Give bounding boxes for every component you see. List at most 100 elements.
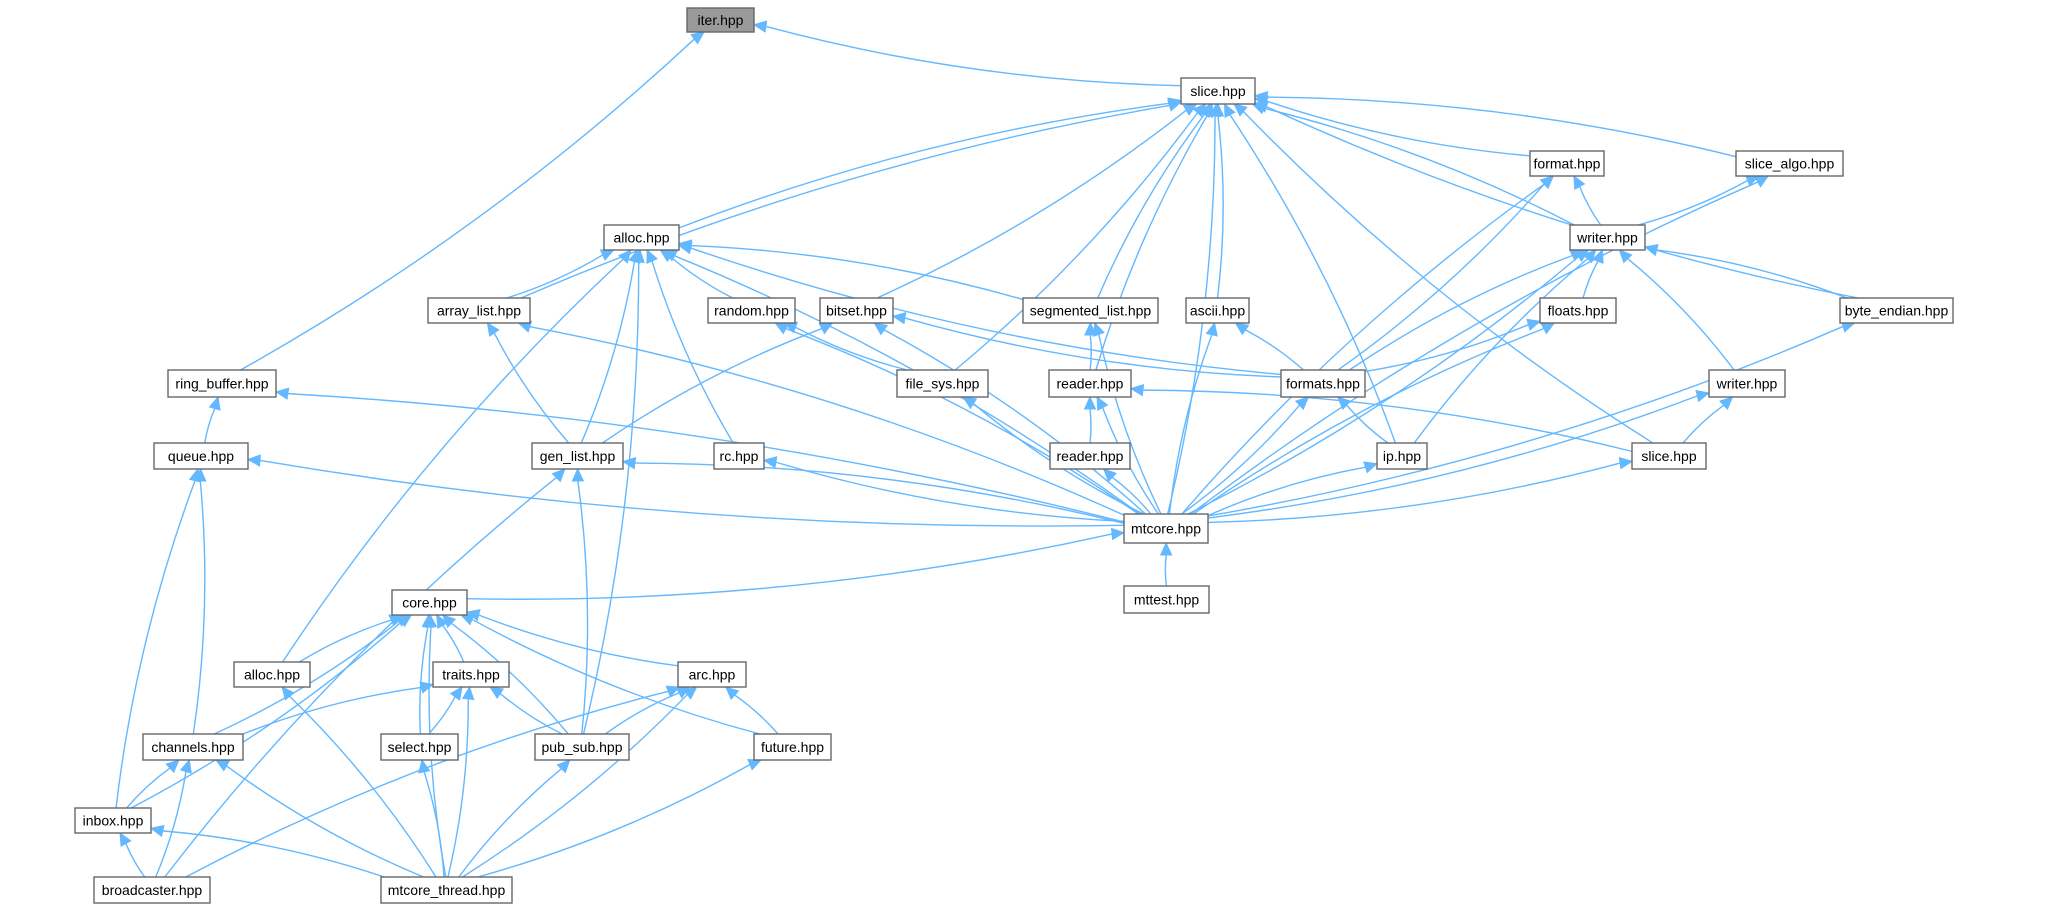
edge-array_list-to-alloc_top bbox=[506, 249, 615, 299]
node-slice-algo[interactable]: slice_algo.hpp bbox=[1735, 150, 1844, 177]
edge-line bbox=[1337, 183, 1545, 371]
node-broadcaster[interactable]: broadcaster.hpp bbox=[93, 876, 211, 904]
edge-mtcore-to-floats bbox=[1193, 322, 1556, 515]
arrow-head-icon bbox=[646, 248, 658, 264]
node-writer-mid[interactable]: writer.hpp bbox=[1708, 369, 1786, 398]
edge-line bbox=[1207, 395, 1698, 519]
edge-line bbox=[1346, 404, 1389, 444]
arrow-head-icon bbox=[486, 322, 500, 337]
node-label: writer.hpp bbox=[1576, 230, 1638, 246]
node-reader-top[interactable]: reader.hpp bbox=[1048, 369, 1132, 398]
node-gen-list[interactable]: gen_list.hpp bbox=[531, 442, 624, 470]
node-core[interactable]: core.hpp bbox=[391, 589, 468, 616]
arrow-head-icon bbox=[747, 758, 763, 771]
node-iter[interactable]: iter.hpp bbox=[686, 7, 755, 33]
node-box bbox=[432, 661, 510, 688]
node-mttest[interactable]: mttest.hpp bbox=[1123, 585, 1210, 614]
edge-line bbox=[1266, 100, 1531, 157]
node-file-sys[interactable]: file_sys.hpp bbox=[896, 369, 989, 398]
edge-byte_endian-to-slice_top bbox=[1253, 100, 1858, 299]
edge-line bbox=[126, 767, 171, 809]
node-box bbox=[391, 589, 468, 616]
edge-line bbox=[678, 102, 1170, 229]
node-inbox[interactable]: inbox.hpp bbox=[74, 807, 152, 834]
edge-writer_top-to-slice_algo bbox=[1638, 174, 1760, 226]
node-select[interactable]: select.hpp bbox=[380, 733, 459, 761]
node-label: slice.hpp bbox=[1190, 83, 1245, 99]
node-floats[interactable]: floats.hpp bbox=[1539, 297, 1617, 324]
edge-ring_buffer-to-iter bbox=[240, 31, 706, 371]
arrow-head-icon bbox=[1110, 527, 1126, 541]
node-random[interactable]: random.hpp bbox=[707, 297, 796, 324]
edge-line bbox=[529, 325, 1125, 516]
node-box bbox=[1123, 585, 1210, 614]
node-slice-top[interactable]: slice.hpp bbox=[1180, 77, 1256, 105]
edge-line bbox=[1682, 404, 1725, 444]
arrow-head-icon bbox=[1208, 102, 1222, 118]
edge-byte_endian-to-writer_top bbox=[1643, 243, 1848, 299]
node-alloc-top[interactable]: alloc.hpp bbox=[603, 224, 680, 251]
edge-line bbox=[289, 695, 437, 878]
edge-line bbox=[1266, 106, 1858, 299]
arrow-head-icon bbox=[818, 322, 834, 335]
edge-line bbox=[1164, 554, 1168, 587]
arrow-head-icon bbox=[1092, 321, 1105, 337]
node-traits[interactable]: traits.hpp bbox=[432, 661, 510, 688]
arrow-head-icon bbox=[1083, 395, 1097, 410]
edge-ip-to-formats bbox=[1336, 396, 1389, 444]
edge-inbox-to-channels bbox=[126, 759, 180, 809]
edge-line bbox=[1364, 324, 1529, 373]
node-box bbox=[1539, 297, 1617, 324]
node-bitset[interactable]: bitset.hpp bbox=[819, 297, 894, 324]
arrow-head-icon bbox=[618, 249, 632, 264]
node-alloc-bot[interactable]: alloc.hpp bbox=[233, 661, 311, 688]
node-byte-endian[interactable]: byte_endian.hpp bbox=[1839, 297, 1954, 324]
node-box bbox=[603, 224, 680, 251]
edge-mtcore_thread-to-channels bbox=[215, 759, 424, 878]
edge-mtcore-to-rc bbox=[762, 456, 1125, 523]
edge-line bbox=[1245, 329, 1304, 371]
edge-formats-to-ascii bbox=[1234, 322, 1304, 371]
arrow-head-icon bbox=[1096, 395, 1109, 411]
node-label: segmented_list.hpp bbox=[1030, 303, 1152, 319]
edge-line bbox=[1582, 260, 1599, 299]
node-pub-sub[interactable]: pub_sub.hpp bbox=[534, 733, 630, 761]
node-label: reader.hpp bbox=[1057, 448, 1124, 464]
arrow-head-icon bbox=[599, 249, 615, 261]
node-ip[interactable]: ip.hpp bbox=[1376, 442, 1428, 470]
edge-mtcore_thread-to-alloc_bot bbox=[281, 686, 437, 878]
edge-line bbox=[298, 619, 392, 663]
node-writer-top[interactable]: writer.hpp bbox=[1569, 224, 1646, 251]
arrow-head-icon bbox=[1233, 103, 1248, 117]
node-box bbox=[93, 876, 211, 904]
arrow-head-icon bbox=[1582, 249, 1597, 264]
edge-line bbox=[775, 461, 1125, 523]
node-mtcore[interactable]: mtcore.hpp bbox=[1123, 513, 1209, 544]
edge-pub_sub-to-traits bbox=[489, 686, 563, 735]
edge-formats-to-floats bbox=[1364, 318, 1542, 373]
edge-line bbox=[785, 327, 1139, 515]
node-array-list[interactable]: array_list.hpp bbox=[427, 297, 531, 324]
edge-line bbox=[242, 686, 422, 735]
node-reader-bot[interactable]: reader.hpp bbox=[1049, 442, 1131, 470]
node-channels[interactable]: channels.hpp bbox=[142, 733, 244, 761]
edge-line bbox=[125, 843, 146, 878]
node-label: format.hpp bbox=[1534, 156, 1601, 172]
node-rc[interactable]: rc.hpp bbox=[713, 442, 765, 470]
edge-line bbox=[462, 694, 688, 878]
node-segmented-list[interactable]: segmented_list.hpp bbox=[1022, 297, 1159, 324]
node-mtcore-thread[interactable]: mtcore_thread.hpp bbox=[380, 876, 513, 904]
node-arc[interactable]: arc.hpp bbox=[677, 661, 747, 688]
node-ascii[interactable]: ascii.hpp bbox=[1185, 297, 1250, 324]
node-label: writer.hpp bbox=[1716, 376, 1778, 392]
node-queue[interactable]: queue.hpp bbox=[153, 442, 249, 470]
node-box bbox=[167, 369, 277, 398]
edge-line bbox=[259, 459, 1125, 527]
node-future[interactable]: future.hpp bbox=[753, 733, 832, 761]
arrow-head-icon bbox=[677, 242, 693, 255]
node-slice-mid[interactable]: slice.hpp bbox=[1631, 442, 1707, 470]
node-formats[interactable]: formats.hpp bbox=[1280, 369, 1366, 398]
arrow-head-icon bbox=[690, 31, 706, 45]
node-ring-buffer[interactable]: ring_buffer.hpp bbox=[167, 369, 277, 398]
node-format[interactable]: format.hpp bbox=[1529, 150, 1605, 177]
